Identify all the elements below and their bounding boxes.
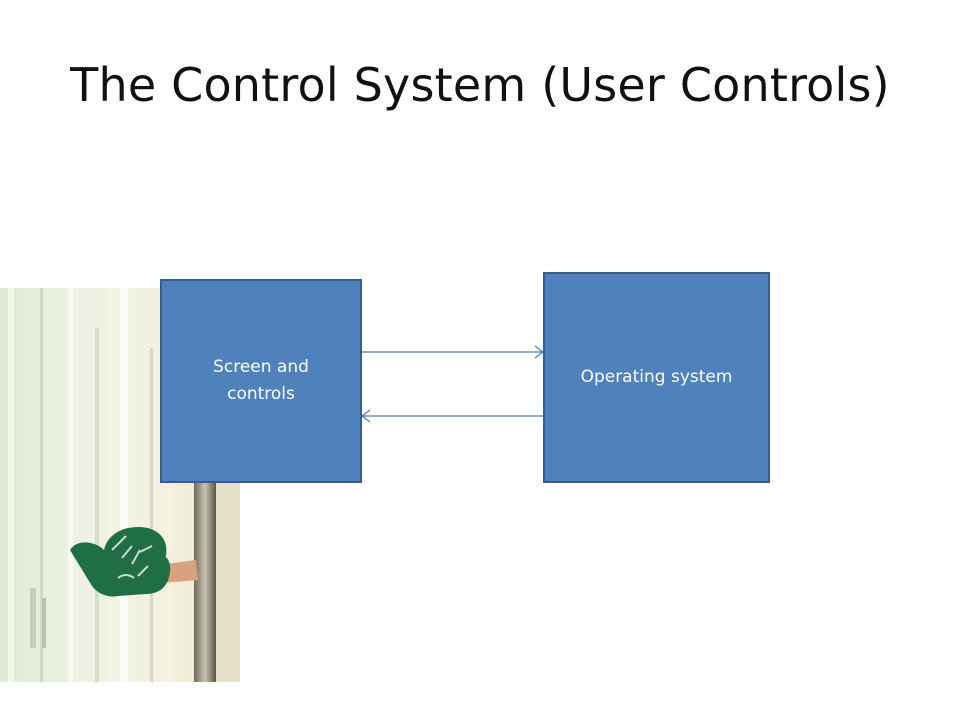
node-label: Operating system: [580, 366, 733, 387]
slide-title: The Control System (User Controls): [70, 58, 890, 112]
node-screen-and-controls: Screen and controls: [160, 279, 362, 483]
node-operating-system: Operating system: [543, 272, 770, 483]
arrow-to-operating-system: [362, 345, 545, 359]
arrow-to-screen-and-controls: [360, 409, 543, 423]
node-label: Screen and controls: [213, 356, 309, 404]
